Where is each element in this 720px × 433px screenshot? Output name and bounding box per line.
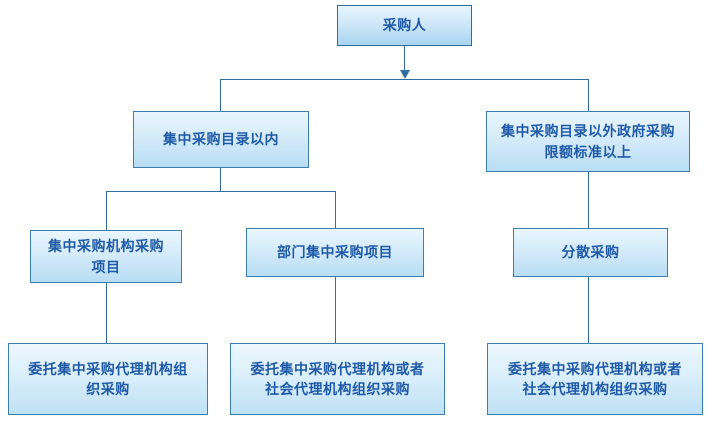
node-leaf-entrust-centralized-agency[interactable]: 委托集中采购代理机构组 织采购 xyxy=(8,343,208,415)
node-decentralized-procurement[interactable]: 分散采购 xyxy=(513,228,668,277)
node-root-purchaser[interactable]: 采购人 xyxy=(337,5,472,46)
connector-outcatalog-down xyxy=(588,172,589,228)
connector-level2-horizontal xyxy=(106,191,335,192)
connector-incatalog-down xyxy=(220,168,221,191)
connector-department-to-leaf xyxy=(335,277,336,343)
connector-level1-horizontal xyxy=(220,79,589,80)
node-leaf-entrust-centralized-or-social-middle[interactable]: 委托集中采购代理机构或者 社会代理机构组织采购 xyxy=(230,343,445,415)
connector-root-down xyxy=(404,46,405,74)
connector-level1-right-drop xyxy=(588,79,589,111)
node-leaf-entrust-centralized-or-social-right[interactable]: 委托集中采购代理机构或者 社会代理机构组织采购 xyxy=(487,343,703,415)
connector-agency-to-leaf xyxy=(106,283,107,343)
connector-level1-left-drop xyxy=(220,79,221,111)
node-within-centralized-catalog[interactable]: 集中采购目录以内 xyxy=(133,111,309,168)
node-department-centralized-project[interactable]: 部门集中采购项目 xyxy=(246,228,424,277)
node-outside-catalog-above-threshold[interactable]: 集中采购目录以外政府采购 限额标准以上 xyxy=(486,111,690,172)
arrow-head-root xyxy=(400,70,410,79)
node-centralized-agency-project[interactable]: 集中采购机构采购 项目 xyxy=(30,230,182,283)
connector-level2-right-drop xyxy=(335,191,336,230)
connector-decentralized-to-leaf xyxy=(588,277,589,343)
connector-level2-left-drop xyxy=(106,191,107,230)
